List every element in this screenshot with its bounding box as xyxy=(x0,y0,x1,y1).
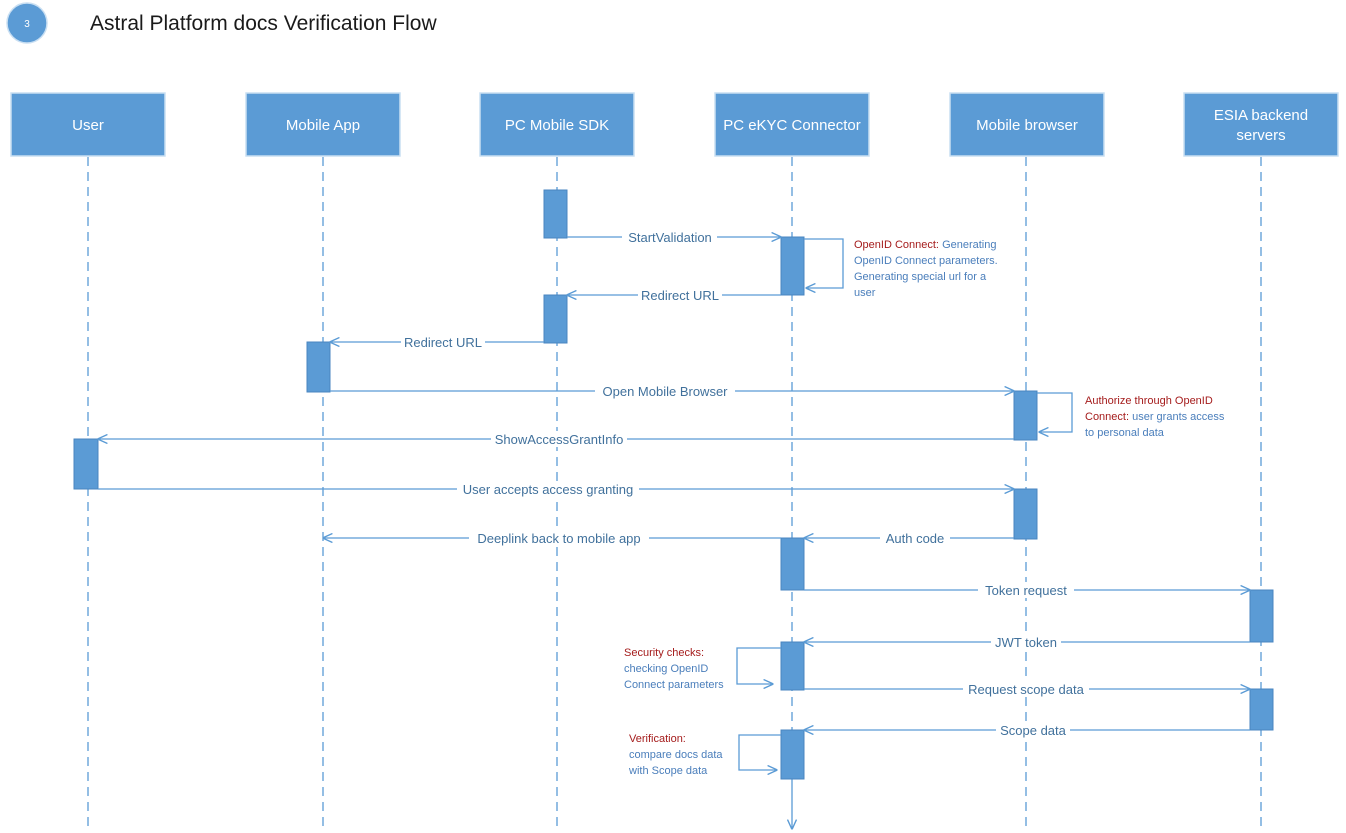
self-call-openid xyxy=(804,238,844,288)
self-call-security xyxy=(736,647,781,684)
step-number: 3 xyxy=(24,19,30,30)
message-redirect-url-2: Redirect URL xyxy=(330,334,544,350)
message-redirect-url-1-label: Redirect URL xyxy=(641,288,719,303)
note-body: user xyxy=(854,287,876,299)
note-body: compare docs data xyxy=(629,749,723,761)
message-request-scope-data-label: Request scope data xyxy=(968,682,1084,697)
activation-browser-1 xyxy=(1013,390,1038,441)
actor-esia-backend: ESIA backend servers xyxy=(1183,92,1339,157)
actor-mobile-browser-label: Mobile browser xyxy=(976,117,1078,134)
note-body: to personal data xyxy=(1085,427,1165,439)
message-scope-data: Scope data xyxy=(804,722,1250,738)
message-start-validation-label: StartValidation xyxy=(628,230,712,245)
actor-mobile-app-label: Mobile App xyxy=(286,117,360,134)
actor-esia-backend-label-line1: ESIA backend xyxy=(1214,107,1308,124)
message-redirect-url-2-label: Redirect URL xyxy=(404,335,482,350)
message-start-validation: StartValidation xyxy=(567,229,781,245)
activation-connector-2 xyxy=(780,537,805,591)
actor-esia-backend-label-line2: servers xyxy=(1236,127,1285,144)
note-body: OpenID Connect parameters. xyxy=(854,255,998,267)
activation-esia-2 xyxy=(1249,688,1274,731)
self-call-verification xyxy=(738,734,781,770)
note-heading: Authorize through OpenID xyxy=(1085,395,1213,407)
note-verification: Verification: compare docs data with Scope… xyxy=(628,733,723,777)
actor-pc-ekyc-connector-label: PC eKYC Connector xyxy=(723,117,861,134)
message-open-mobile-browser-label: Open Mobile Browser xyxy=(603,384,729,399)
actor-mobile-app: Mobile App xyxy=(245,92,401,157)
note-heading: OpenID Connect: xyxy=(854,239,942,251)
note-body: checking OpenID xyxy=(624,663,708,675)
message-token-request-label: Token request xyxy=(985,583,1067,598)
message-token-request: Token request xyxy=(804,582,1250,598)
note-security-checks: Security checks: checking OpenID Connect p… xyxy=(624,647,724,691)
message-deeplink-back: Deeplink back to mobile app xyxy=(323,530,781,546)
message-show-access-grant-info-label: ShowAccessGrantInfo xyxy=(495,432,624,447)
message-redirect-url-1: Redirect URL xyxy=(567,287,781,303)
activation-connector-1 xyxy=(780,236,805,296)
activation-sdk-1 xyxy=(543,189,568,239)
activation-esia-1 xyxy=(1249,589,1274,643)
note-body: Connect parameters xyxy=(624,679,724,691)
note-body: Generating special url for a xyxy=(854,271,987,283)
activation-browser-2 xyxy=(1013,488,1038,540)
actor-pc-mobile-sdk: PC Mobile SDK xyxy=(479,92,635,157)
activation-connector-3 xyxy=(780,641,805,691)
actor-pc-mobile-sdk-label: PC Mobile SDK xyxy=(505,117,609,134)
note-body: user grants access xyxy=(1132,411,1225,423)
activation-sdk-2 xyxy=(543,294,568,344)
message-deeplink-back-label: Deeplink back to mobile app xyxy=(477,531,640,546)
activation-app-1 xyxy=(306,341,331,393)
message-request-scope-data: Request scope data xyxy=(804,681,1250,697)
message-open-mobile-browser: Open Mobile Browser xyxy=(330,383,1014,399)
message-user-accepts: User accepts access granting xyxy=(98,481,1014,497)
step-number-badge xyxy=(6,2,48,44)
activation-user-1 xyxy=(73,438,99,490)
note-heading: Security checks: xyxy=(624,647,704,659)
self-call-authorize xyxy=(1037,392,1073,432)
message-jwt-token-label: JWT token xyxy=(995,635,1057,650)
message-auth-code-label: Auth code xyxy=(886,531,945,546)
note-heading: Verification: xyxy=(629,733,686,745)
actor-pc-ekyc-connector: PC eKYC Connector xyxy=(714,92,870,157)
message-user-accepts-label: User accepts access granting xyxy=(463,482,634,497)
message-auth-code: Auth code xyxy=(804,530,1014,546)
note-body: Generating xyxy=(942,239,996,251)
message-scope-data-label: Scope data xyxy=(1000,723,1067,738)
note-authorize: Authorize through OpenID Connect: user gr… xyxy=(1085,395,1225,439)
message-show-access-grant-info: ShowAccessGrantInfo xyxy=(98,431,1014,447)
note-heading: Connect: xyxy=(1085,411,1132,423)
diagram-title: Astral Platform docs Verification Flow xyxy=(90,12,437,35)
note-body: with Scope data xyxy=(628,765,708,777)
actor-mobile-browser: Mobile browser xyxy=(949,92,1105,157)
message-jwt-token: JWT token xyxy=(804,634,1250,650)
activation-connector-4 xyxy=(780,729,805,780)
actor-user: User xyxy=(10,92,166,157)
actor-user-label: User xyxy=(72,117,104,134)
